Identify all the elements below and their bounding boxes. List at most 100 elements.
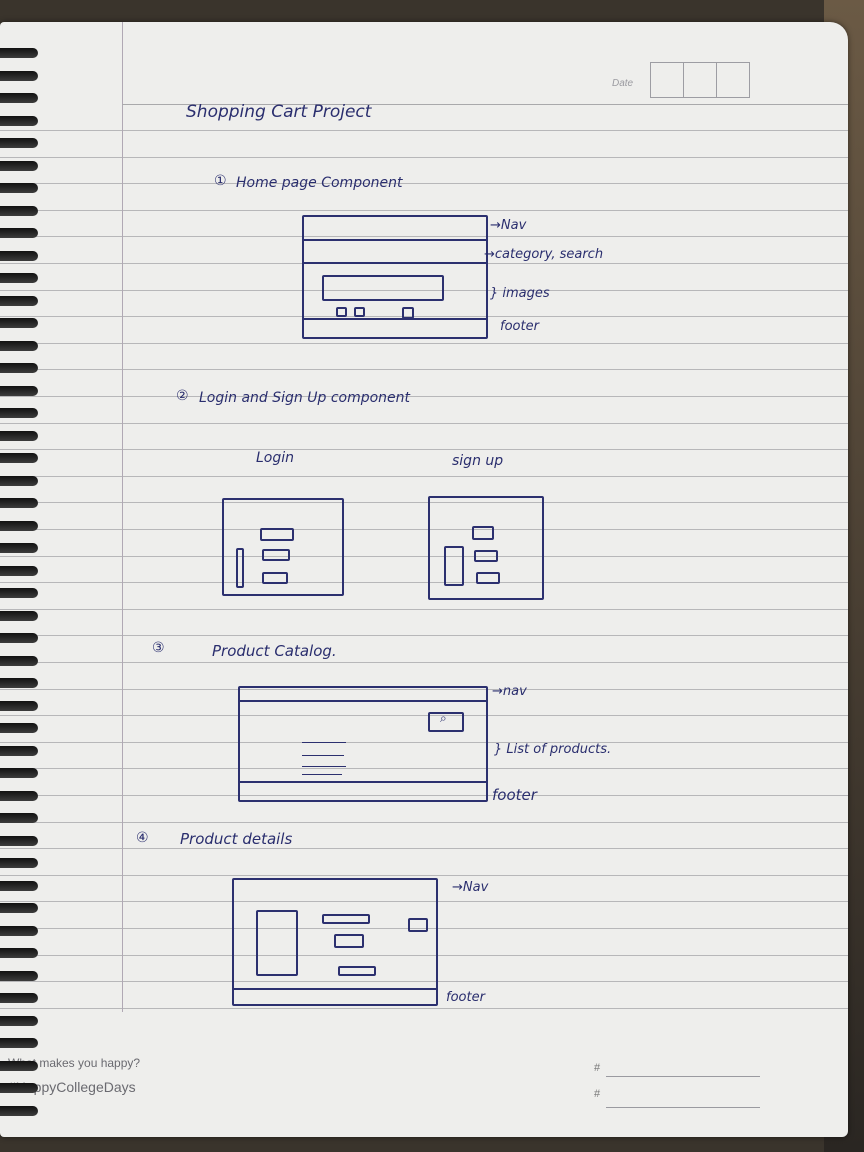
ruled-line <box>0 662 848 663</box>
spiral-coil <box>0 656 38 666</box>
spiral-coil <box>0 1016 38 1026</box>
ruled-line <box>0 130 848 131</box>
catalog-annotation-nav: →nav <box>492 684 527 699</box>
ruled-line <box>0 157 848 158</box>
spiral-coil <box>0 723 38 733</box>
ruled-line <box>0 928 848 929</box>
hash-mark-2: # <box>594 1088 601 1100</box>
home-image-banner <box>322 275 444 301</box>
ruled-line <box>0 183 848 184</box>
details-annotation-nav: →Nav <box>452 880 489 895</box>
spiral-coil <box>0 813 38 823</box>
signup-wireframe <box>428 496 544 600</box>
login-side-strip <box>236 548 244 588</box>
spiral-coil <box>0 251 38 261</box>
spiral-coil <box>0 363 38 373</box>
spiral-coil <box>0 903 38 913</box>
catalog-list-line-3 <box>302 766 346 767</box>
login-field-1 <box>260 528 294 541</box>
ruled-line <box>0 981 848 982</box>
ruled-line <box>0 396 848 397</box>
section-1-number: ① <box>214 173 227 189</box>
spiral-coil <box>0 948 38 958</box>
ruled-line <box>0 556 848 557</box>
ruled-line <box>0 609 848 610</box>
ruled-line <box>0 848 848 849</box>
ruled-line <box>0 449 848 450</box>
date-box <box>650 62 750 98</box>
ruled-line <box>0 343 848 344</box>
spiral-coil <box>0 206 38 216</box>
spiral-coil <box>0 431 38 441</box>
catalog-list-line-1 <box>302 742 346 743</box>
spiral-coil <box>0 476 38 486</box>
spiral-coil <box>0 588 38 598</box>
details-cart-icon-box <box>408 918 428 932</box>
section-2-heading: Login and Sign Up component <box>199 390 411 406</box>
spiral-coil <box>0 858 38 868</box>
details-annotation-footer: footer <box>446 990 485 1005</box>
spiral-coil <box>0 993 38 1003</box>
spiral-coil <box>0 791 38 801</box>
spiral-coil <box>0 453 38 463</box>
header-line <box>122 104 848 105</box>
section-4-number: ④ <box>136 830 149 846</box>
spiral-coil <box>0 228 38 238</box>
ruled-line <box>0 290 848 291</box>
home-annotation-footer: footer <box>500 319 539 334</box>
ruled-line <box>0 875 848 876</box>
catalog-nav-divider <box>238 700 488 702</box>
section-3-heading: Product Catalog. <box>212 642 337 660</box>
home-category-divider <box>302 262 488 264</box>
ruled-line <box>0 529 848 530</box>
ruled-line <box>0 955 848 956</box>
spiral-coil <box>0 498 38 508</box>
ruled-line <box>0 742 848 743</box>
spiral-coil <box>0 1083 38 1093</box>
ruled-line <box>0 476 848 477</box>
ruled-line <box>0 502 848 503</box>
signup-label: sign up <box>452 453 504 469</box>
spiral-coil <box>0 116 38 126</box>
details-add-button <box>338 966 376 976</box>
catalog-list-line-4 <box>302 774 342 775</box>
home-thumb-2 <box>354 307 365 317</box>
spiral-coil <box>0 836 38 846</box>
notebook-footer-hashtag: #HappyCollegeDays <box>8 1079 136 1095</box>
login-wireframe <box>222 498 344 596</box>
spiral-coil <box>0 408 38 418</box>
catalog-list-line-2 <box>302 755 344 756</box>
ruled-line <box>0 1008 848 1009</box>
hash-line-1 <box>606 1076 760 1077</box>
login-button <box>262 572 288 584</box>
search-icon: ⌕ <box>440 711 447 725</box>
spiral-coil <box>0 71 38 81</box>
spiral-coil <box>0 543 38 553</box>
signup-side-strip <box>444 546 464 586</box>
home-footer-divider <box>302 318 488 320</box>
signup-button <box>476 572 500 584</box>
section-3-number: ③ <box>152 640 165 656</box>
spiral-coil <box>0 1038 38 1048</box>
spiral-coil <box>0 746 38 756</box>
spiral-coil <box>0 161 38 171</box>
ruled-line <box>0 316 848 317</box>
catalog-wireframe <box>238 686 488 802</box>
home-thumb-1 <box>336 307 347 317</box>
spiral-coil <box>0 926 38 936</box>
details-footer-divider <box>232 988 438 990</box>
section-2-number: ② <box>176 388 189 404</box>
spiral-coil <box>0 611 38 621</box>
catalog-search-box <box>428 712 464 732</box>
ruled-line <box>0 901 848 902</box>
spiral-coil <box>0 386 38 396</box>
login-field-2 <box>262 549 290 561</box>
spiral-coil <box>0 341 38 351</box>
details-product-image <box>256 910 298 976</box>
home-nav-divider <box>302 239 488 241</box>
spiral-coil <box>0 633 38 643</box>
spiral-coil <box>0 678 38 688</box>
details-wireframe <box>232 878 438 1006</box>
catalog-footer-divider <box>238 781 488 783</box>
ruled-line <box>0 795 848 796</box>
